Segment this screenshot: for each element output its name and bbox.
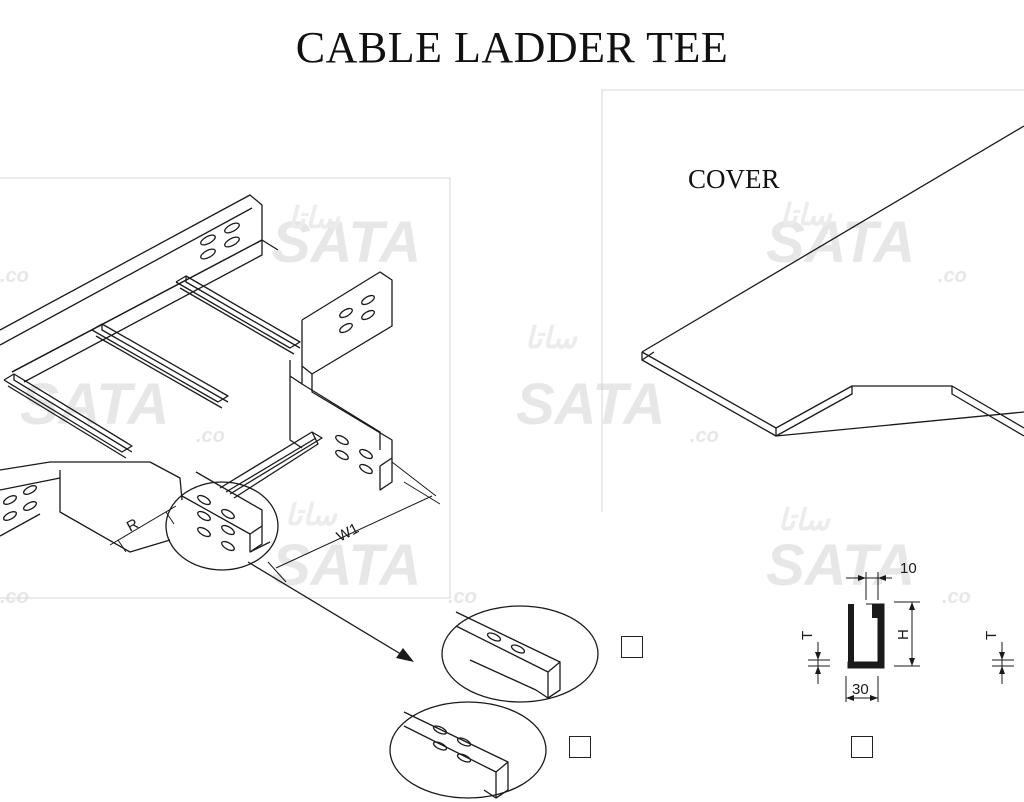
cover-view [641,125,1024,437]
detail-option-rail-1 [441,605,599,703]
watermark-logo: SATA .co ﺳﺎﺗﺎ [766,504,971,608]
frame-lines [0,89,1024,599]
detail-leader-arrow [247,561,414,662]
profile-section: 10 H 30 T T [799,560,1014,702]
cover-label: COVER [688,164,780,194]
watermark-logo: SATA .co ﺳﺎﺗﺎ [272,499,477,608]
dimension-label-r: R [124,515,142,535]
svg-text:ﺳﺎﺗﺎ: ﺳﺎﺗﺎ [778,504,832,537]
watermark-logo: SATA ﺳﺎﺗﺎ [272,202,421,275]
watermark-logo: SATA .co ﺳﺎﺗﺎ [766,199,967,287]
svg-text:ﺳﺎﺗﺎ: ﺳﺎﺗﺎ [525,322,579,355]
watermark-fragment: .co [0,586,29,608]
option-checkbox-rail-2[interactable] [569,736,591,758]
profile-flange [848,662,878,668]
tee-ladder-view [0,194,441,583]
svg-text:ﺳﺎﺗﺎ: ﺳﺎﺗﺎ [288,202,342,235]
svg-text:.co: .co [942,586,971,608]
dimension-label-h: H [895,629,912,640]
svg-text:ﺳﺎﺗﺎ: ﺳﺎﺗﺎ [285,499,339,532]
svg-text:SATA: SATA [20,372,169,437]
back-side-rail [0,194,279,383]
detail-option-rail-2 [389,701,547,799]
dimension-label-t-right: T [983,631,1000,640]
branch-rail-upper [289,271,393,491]
svg-text:SATA: SATA [766,533,915,598]
dimension-w1 [267,461,441,583]
profile-web [848,604,854,668]
detail-callout-circle [165,481,279,571]
ladder-rung [219,431,323,499]
option-checkbox-profile[interactable] [851,736,873,758]
svg-text:SATA: SATA [516,372,665,437]
profile-lip [872,604,878,618]
watermark-logo: SATA .co [20,372,225,447]
ladder-rung [91,323,229,409]
svg-text:ﺳﺎﺗﺎ: ﺳﺎﺗﺎ [780,199,834,232]
dimension-label-10: 10 [900,560,917,577]
watermark-fragment: .co [0,265,29,287]
dimension-label-30: 30 [852,681,869,698]
svg-text:.co: .co [690,425,719,447]
svg-text:SATA: SATA [272,533,421,598]
dimension-r [109,505,177,553]
dimension-label-t-left: T [799,631,816,640]
drawing-title: CABLE LADDER TEE [295,23,729,72]
watermark-layer: SATA ﺳﺎﺗﺎ SATA .co ﺳﺎﺗﺎ SATA .co SATA .c… [0,199,971,608]
option-checkbox-rail-1[interactable] [621,636,643,658]
front-side-rail [181,471,271,553]
front-radius-section [0,461,183,553]
watermark-logo: SATA .co ﺳﺎﺗﺎ [516,322,719,447]
ladder-rung [3,373,133,459]
svg-text:.co: .co [938,265,967,287]
svg-text:SATA: SATA [272,210,421,275]
ladder-rung [175,275,301,355]
svg-text:.co: .co [448,586,477,608]
svg-text:.co: .co [196,425,225,447]
